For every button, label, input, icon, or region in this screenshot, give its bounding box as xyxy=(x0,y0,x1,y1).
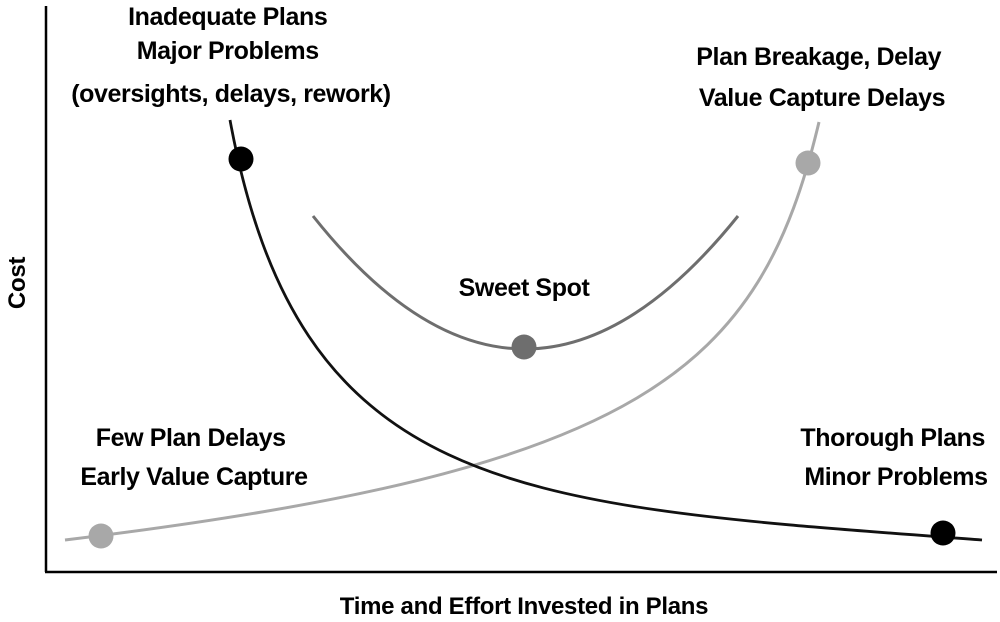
inadequate-line-2: Major Problems xyxy=(137,37,319,65)
inadequate-line-1: Inadequate Plans xyxy=(128,3,327,31)
few-plan-delays-dot xyxy=(88,523,114,549)
thorough-plans-dot xyxy=(930,520,956,546)
few-delays-line-1: Few Plan Delays xyxy=(96,424,286,452)
thorough-plans-label: Thorough Plans Minor Problems xyxy=(800,424,991,491)
few-delays-line-2: Early Value Capture xyxy=(80,463,308,491)
few-plan-delays-label: Few Plan Delays Early Value Capture xyxy=(80,424,308,491)
inadequate-plans-dot xyxy=(228,146,254,172)
inadequate-line-3: (oversights, delays, rework) xyxy=(71,80,391,108)
y-axis-label: Cost xyxy=(4,257,31,309)
thorough-line-2: Minor Problems xyxy=(804,463,987,491)
plan-breakage-curve xyxy=(64,121,821,542)
plan-breakage-dot xyxy=(795,150,821,176)
sweet-spot-dot xyxy=(511,334,537,360)
thorough-line-1: Thorough Plans xyxy=(800,424,985,452)
inadequate-plans-label: Inadequate Plans Major Problems (oversig… xyxy=(71,3,391,108)
breakage-line-2: Value Capture Delays xyxy=(699,84,945,112)
sweet-spot-line-1: Sweet Spot xyxy=(459,274,591,302)
planning-problems-curve xyxy=(228,119,983,542)
sweet-spot-label: Sweet Spot xyxy=(459,274,591,302)
breakage-line-1: Plan Breakage, Delay xyxy=(696,43,941,71)
x-axis-label: Time and Effort Invested in Plans xyxy=(340,593,708,620)
plan-breakage-label: Plan Breakage, Delay Value Capture Delay… xyxy=(696,43,947,112)
